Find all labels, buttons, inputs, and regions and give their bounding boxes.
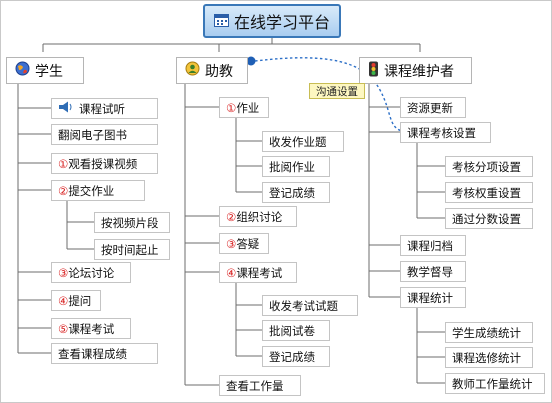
- node-ex-record[interactable]: 登记成绩: [262, 346, 330, 367]
- node-pass-score[interactable]: 通过分数设置: [445, 208, 533, 229]
- speaker-icon: [58, 101, 74, 116]
- node-course-selection-stats[interactable]: 课程选修统计: [445, 347, 533, 368]
- branch-label: 课程维护者: [384, 63, 454, 80]
- node-ebook[interactable]: 翻阅电子图书: [51, 124, 158, 145]
- node-hw-record[interactable]: 登记成绩: [262, 182, 330, 203]
- node-hw-send[interactable]: 收发作业题: [262, 131, 344, 152]
- node-by-time[interactable]: 按时间起止: [94, 239, 170, 260]
- node-hw-review[interactable]: 批阅作业: [262, 156, 330, 177]
- people-icon: [185, 61, 200, 80]
- relationship-label[interactable]: 沟通设置: [309, 83, 365, 99]
- node-assessment-settings[interactable]: 课程考核设置: [400, 122, 491, 143]
- traffic-light-icon: [368, 61, 379, 81]
- node-student-grade-stats[interactable]: 学生成绩统计: [445, 322, 533, 343]
- branch-label: 学生: [35, 63, 63, 80]
- branch-label: 助教: [205, 63, 233, 80]
- root-topic[interactable]: 在线学习平台: [203, 4, 341, 38]
- node-teacher-workload-stats[interactable]: 教师工作量统计: [445, 373, 545, 394]
- node-ex-review[interactable]: 批阅试卷: [262, 320, 330, 341]
- node-assessment-items[interactable]: 考核分项设置: [445, 156, 533, 177]
- node-course-trial[interactable]: 课程试听: [51, 98, 158, 119]
- node-view-grades[interactable]: 查看课程成绩: [51, 343, 158, 364]
- node-by-segment[interactable]: 按视频片段: [94, 212, 170, 233]
- branch-maintainer[interactable]: 课程维护者: [359, 57, 472, 84]
- node-course-stats[interactable]: 课程统计: [400, 287, 466, 308]
- globe-icon: [15, 61, 30, 80]
- node-assessment-weight[interactable]: 考核权重设置: [445, 182, 533, 203]
- node-resource-update[interactable]: 资源更新: [400, 97, 466, 118]
- branch-student[interactable]: 学生: [6, 57, 84, 84]
- root-label: 在线学习平台: [233, 13, 330, 32]
- calendar-icon: [213, 12, 229, 31]
- node-ex-send[interactable]: 收发考试试题: [262, 295, 358, 316]
- node-course-archive[interactable]: 课程归档: [400, 235, 466, 256]
- node-view-workload[interactable]: 查看工作量: [219, 375, 301, 396]
- node-teaching-supervision[interactable]: 教学督导: [400, 261, 466, 282]
- branch-assistant[interactable]: 助教: [176, 57, 248, 84]
